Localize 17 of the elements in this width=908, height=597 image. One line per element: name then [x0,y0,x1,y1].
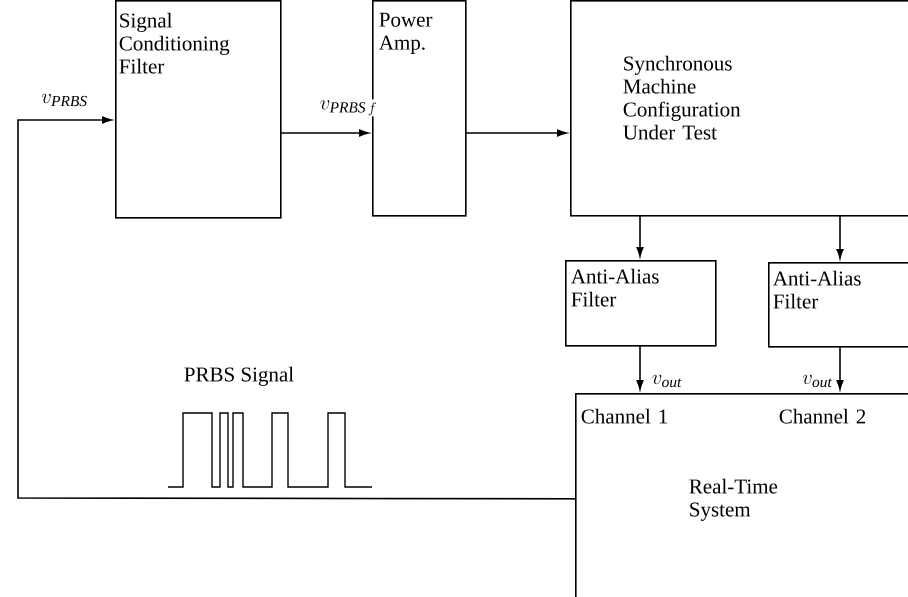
block-box: Signal Conditioning Filter [115,0,282,219]
block-box: Anti-Alias Filter [768,262,908,348]
arrow [636,346,644,390]
block-box: Anti-Alias Filter [565,260,717,347]
arrow [836,348,844,390]
edge-label: $v_{\mathit{PRBS}}$ [42,94,87,106]
edge-label: $v_{\mathit{out}}$ [652,374,682,388]
arrow [466,129,567,137]
block-box: Channel 1 Channel 2 Real-Time System [575,393,908,597]
signal-label: PRBS Signal [184,366,294,386]
block-box: Synchronous Machine Configuration Under Test [570,0,908,217]
arrow [836,216,844,259]
edge-label: $v_{\mathit{PRBS}\,f}$ [320,100,376,116]
arrow [636,216,644,257]
edge-label: $v_{\mathit{out}}$ [802,374,832,388]
arrow [282,129,369,137]
arrow [17,116,575,500]
